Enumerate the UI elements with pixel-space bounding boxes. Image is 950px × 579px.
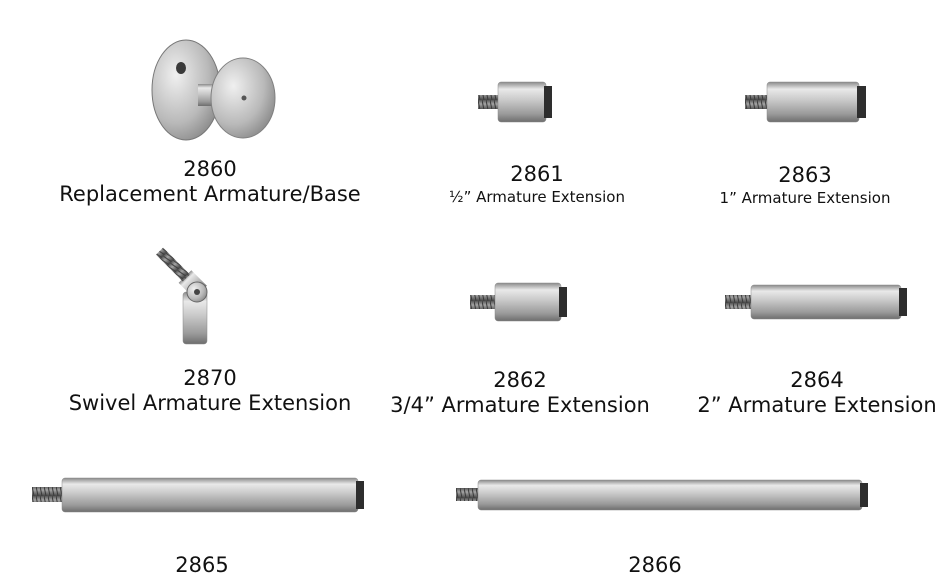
product-code: 2865 [175,553,229,577]
armature-base-image [151,39,276,141]
rod-2866-image [456,479,868,511]
product-description: ½” Armature Extension [449,188,625,206]
product-code: 2870 [183,366,237,390]
three-quarter-extension-image [470,282,567,322]
product-description: 2” Armature Extension [697,393,937,417]
product-code: 2861 [510,162,564,186]
one-inch-extension-image [745,81,866,123]
product-code: 2860 [183,157,237,181]
product-description: Swivel Armature Extension [68,391,352,415]
product-code: 2862 [493,368,547,392]
swivel-extension-image [155,247,208,345]
product-code: 2866 [628,553,682,577]
product-description: Replacement Armature/Base [59,182,361,206]
two-inch-extension-image [725,284,907,320]
rod-2865-image [32,477,364,513]
product-code: 2863 [778,163,832,187]
product-description: 3/4” Armature Extension [390,393,650,417]
product-description: 1” Armature Extension [719,189,891,207]
half-inch-extension-image [478,81,552,123]
product-code: 2864 [790,368,844,392]
